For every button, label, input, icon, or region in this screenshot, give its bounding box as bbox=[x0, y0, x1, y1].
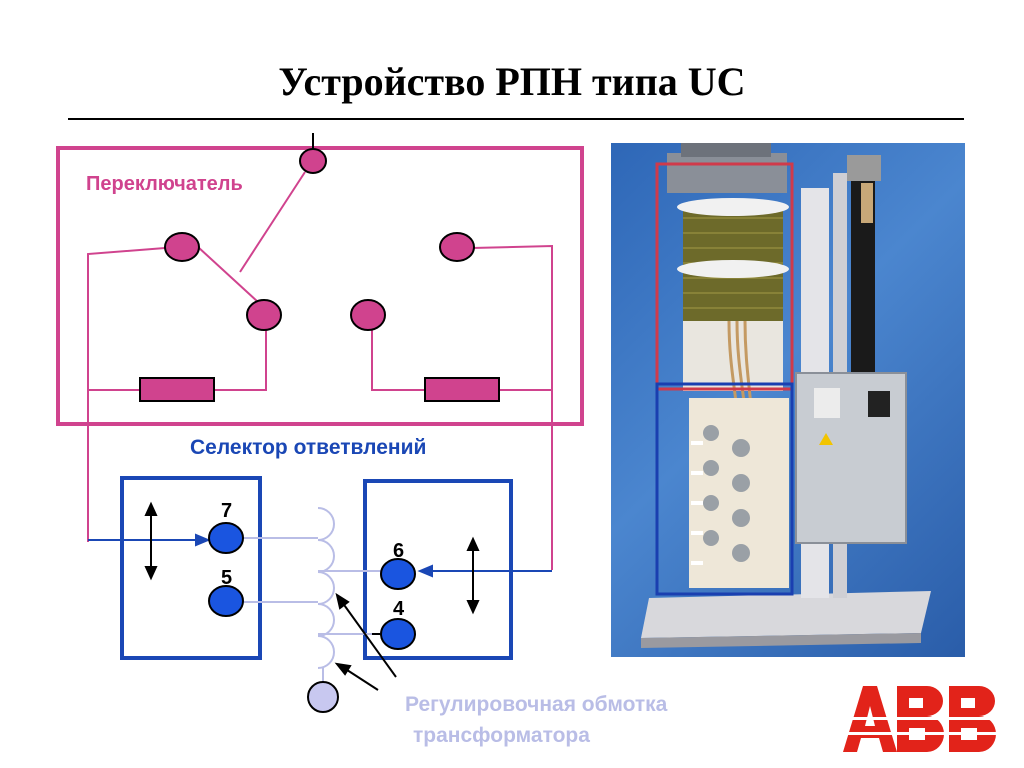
tap-contact-4 bbox=[380, 618, 416, 650]
regulating-winding-label-line2: трансформатора bbox=[413, 724, 590, 747]
regulating-winding-coil bbox=[317, 507, 335, 669]
tap-number-7: 7 bbox=[221, 500, 233, 522]
title-underline bbox=[68, 118, 964, 120]
device-photo bbox=[611, 143, 965, 657]
selector-frame-left bbox=[120, 476, 262, 660]
contact-lower-right bbox=[350, 299, 386, 331]
contact-common bbox=[299, 148, 327, 174]
contact-upper-right bbox=[439, 232, 475, 262]
winding-end-terminal bbox=[307, 681, 339, 713]
switch-label: Переключатель bbox=[86, 173, 243, 195]
tap-number-6: 6 bbox=[393, 540, 405, 562]
tap-number-5: 5 bbox=[221, 567, 233, 589]
regulating-winding-label-line1: Регулировочная обмотка bbox=[405, 693, 668, 716]
switch-frame bbox=[56, 146, 584, 426]
resistor-right bbox=[424, 377, 500, 402]
tap-contact-6 bbox=[380, 558, 416, 590]
contact-upper-left bbox=[164, 232, 200, 262]
tap-contact-5 bbox=[208, 585, 244, 617]
page-title: Устройство РПН типа UC bbox=[278, 59, 746, 104]
regulating-winding-label: Регулировочная обмотка трансформатора bbox=[405, 689, 667, 751]
resistor-left bbox=[139, 377, 215, 402]
tap-number-4: 4 bbox=[393, 598, 405, 620]
tap-selector-label: Селектор ответвлений bbox=[190, 436, 427, 459]
switch-wiring bbox=[87, 133, 553, 570]
device-illustration bbox=[641, 143, 931, 648]
abb-logo bbox=[843, 686, 999, 752]
selector-frame-right bbox=[363, 479, 513, 660]
contact-lower-left bbox=[246, 299, 282, 331]
tap-contact-7 bbox=[208, 522, 244, 554]
